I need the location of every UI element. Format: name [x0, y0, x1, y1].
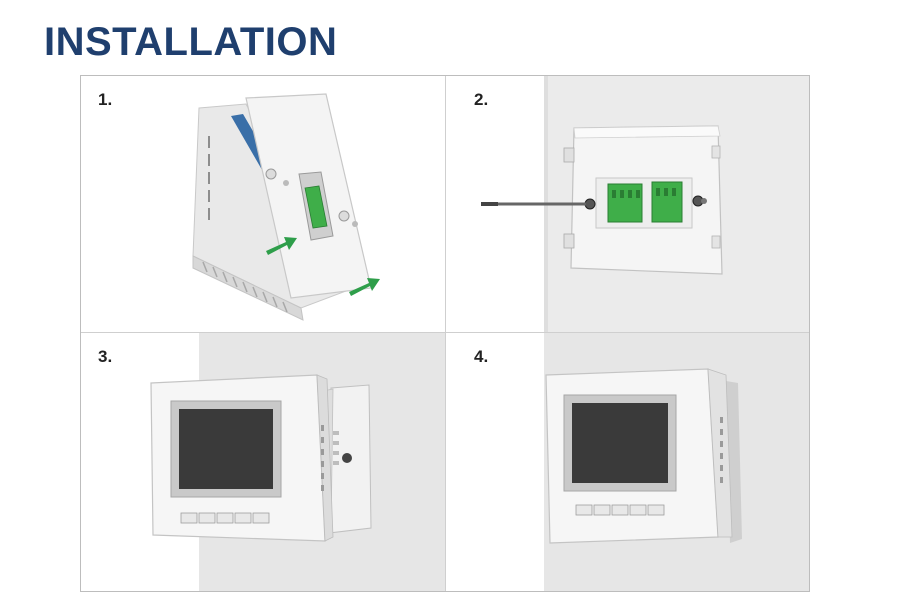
step-1-panel: 1. — [81, 76, 446, 333]
step-1-label: 1. — [98, 90, 113, 109]
step-2-panel: 2. — [446, 76, 809, 333]
wall-mount-screw-icon — [481, 76, 809, 332]
step-3-panel: 3. — [81, 333, 446, 591]
step-2-label: 2. — [474, 90, 489, 109]
step-3-label: 3. — [98, 347, 113, 366]
thermostat-attach-to-plate-icon — [150, 333, 445, 591]
thermostat-back-plate-detach-icon — [192, 93, 380, 321]
installation-steps-grid: 1. — [80, 75, 810, 592]
thermostat-installed-icon — [544, 333, 809, 591]
step-4-panel: 4. — [446, 333, 809, 591]
step-4-label: 4. — [474, 347, 489, 366]
page-title: INSTALLATION — [44, 20, 338, 64]
